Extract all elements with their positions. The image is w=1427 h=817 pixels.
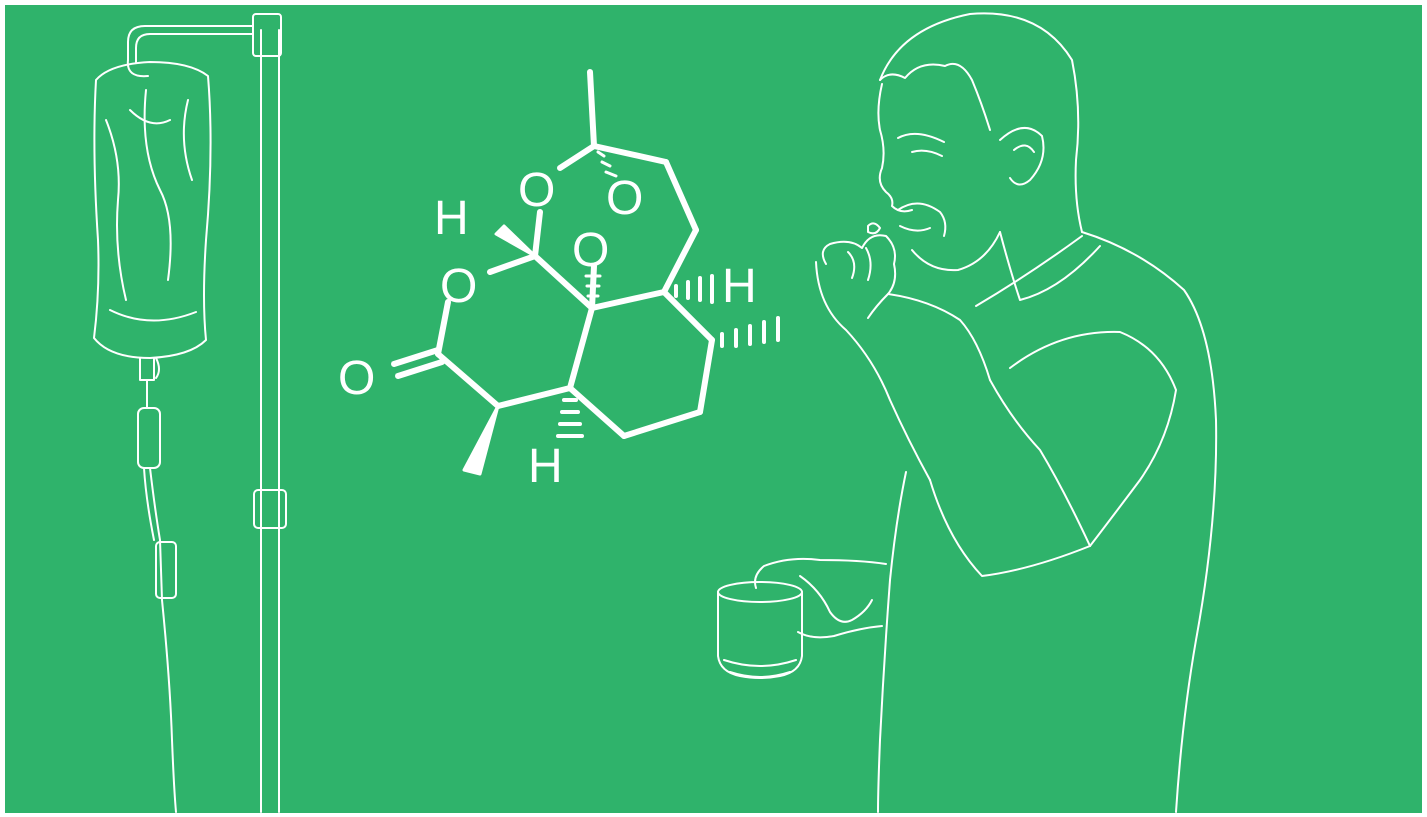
eyebrow [897, 132, 945, 143]
hook-arm [127, 25, 254, 61]
iv-bag-fold-5 [109, 309, 197, 322]
bond-junction-top [589, 289, 667, 311]
torso-front [877, 471, 907, 813]
bond-carbonyl-c [435, 351, 501, 409]
bond-ring-right-2 [661, 227, 699, 295]
raised-hand-fingers [847, 247, 872, 281]
pill-icon [867, 222, 881, 235]
wedge-bond-bottom-methyl [462, 404, 500, 476]
atom-o-top-right: O [606, 172, 643, 225]
bond-ring-right-1 [663, 159, 699, 233]
mug-icon [717, 581, 803, 679]
bond-c-ch [495, 385, 573, 409]
atom-labels: O O O O O H H H [338, 164, 757, 493]
neck-front [975, 235, 1083, 307]
atom-h-bottom: H [528, 440, 563, 493]
hashed-bond-o-center [584, 274, 602, 298]
wedge-bond-h-top [494, 224, 537, 258]
iv-bag-tab [155, 357, 160, 379]
hook-arm-inner [135, 33, 254, 63]
bond-c-o-ring-left [487, 253, 538, 275]
bond-ring-o [532, 253, 595, 311]
hairline [879, 62, 991, 131]
hashed-bond-o-top-right [596, 150, 618, 178]
bond-ch-ring-bottom [567, 385, 627, 439]
pole-clamp [253, 489, 287, 529]
bond-o-c-carbonyl [435, 299, 451, 357]
bond-top-methyl [587, 69, 597, 149]
lower-arm-under [797, 625, 883, 639]
hashed-bond-methyl-right [720, 316, 780, 348]
mouth [899, 225, 931, 232]
ear [999, 127, 1045, 186]
atom-o-carbonyl: O [338, 352, 375, 405]
raised-forearm-inner [887, 293, 991, 381]
bond-ch-junction [567, 305, 595, 391]
bond-ring-bottom-right [697, 337, 715, 415]
iv-drip-stand-icon [93, 13, 287, 813]
bond-o-o-top-left [532, 209, 543, 259]
atom-h-top: H [434, 192, 469, 245]
iv-bag [93, 61, 212, 359]
bond-carbonyl-double-1 [391, 347, 441, 367]
atom-h-right: H [722, 260, 757, 313]
artemisinin-molecule [391, 69, 780, 476]
upper-arm [929, 479, 1091, 577]
hook [126, 59, 149, 78]
hashed-bond-h-bottom [556, 398, 584, 438]
face-profile [877, 83, 913, 213]
man-taking-pill-icon [754, 12, 1218, 813]
bond-ring-bottom [621, 409, 703, 439]
hand-on-mug [799, 575, 873, 623]
iv-bag-fold-2 [143, 89, 172, 281]
bond-ring-right-junction [661, 289, 715, 343]
background-panel [5, 5, 1422, 813]
roller-clamp [155, 541, 177, 599]
upper-arm-back [989, 379, 1091, 547]
iv-bag-fold-1 [105, 119, 127, 301]
collar [999, 231, 1101, 301]
atom-o-ring-left: O [440, 260, 477, 313]
atom-o-top-left: O [518, 164, 555, 217]
iv-bag-fold-4 [129, 109, 171, 125]
lower-arm [754, 557, 887, 589]
raised-forearm [815, 261, 931, 481]
mustache [897, 202, 947, 237]
bond-c-o-top-left [557, 143, 597, 171]
eye [911, 149, 943, 157]
atom-o-center: O [572, 224, 609, 277]
shoulder [1081, 231, 1218, 813]
ear-inner [1013, 144, 1035, 153]
mug-base-2 [729, 671, 791, 678]
hashed-bond-h-right [674, 274, 714, 304]
mug-base [723, 659, 797, 667]
sleeve [1009, 330, 1177, 547]
bond-carbonyl-double-2 [395, 359, 445, 379]
bond-c-ch2 [591, 143, 669, 165]
head-outline [879, 12, 1083, 233]
jaw [911, 231, 1001, 272]
iv-bag-fold-3 [182, 99, 193, 181]
iv-tube-second [143, 467, 155, 541]
iv-tube [149, 467, 177, 813]
